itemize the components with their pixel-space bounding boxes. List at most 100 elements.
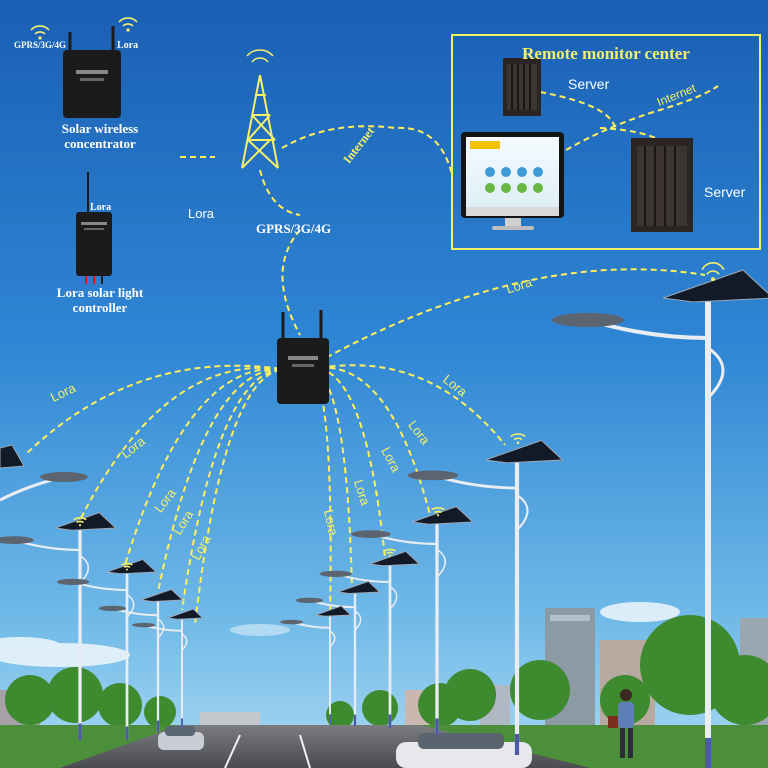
lamp-head xyxy=(351,530,391,538)
lora-tag: Lora xyxy=(117,40,139,51)
wifi-arc xyxy=(706,270,720,275)
wifi-dot xyxy=(78,524,82,527)
lora-left-label: Lora xyxy=(188,206,215,221)
concentrator-label-line1: Solar wireless xyxy=(61,121,139,136)
lamp-pole-base xyxy=(388,714,392,728)
lora-solar-light-controller xyxy=(76,172,112,284)
solar-panel-icon xyxy=(315,605,353,617)
lamp-head xyxy=(40,472,88,482)
wifi-icon xyxy=(431,507,445,517)
wifi-icon xyxy=(73,517,87,527)
solar-panel-icon xyxy=(0,444,25,469)
street-lamp-icon xyxy=(552,269,768,768)
wifi-arc xyxy=(118,17,138,23)
lamp-brace xyxy=(126,593,135,618)
lamp-pole xyxy=(156,600,160,732)
lamp-pole-base xyxy=(125,726,129,740)
lamp-head xyxy=(319,570,353,578)
lamp-head xyxy=(56,578,90,586)
lamp-pole xyxy=(329,615,331,724)
lamp-pole xyxy=(181,618,183,728)
lamp-brace xyxy=(157,618,165,639)
wifi-arc xyxy=(123,565,131,568)
gprs-tag: GPRS/3G/4G xyxy=(14,40,67,50)
wifi-arc xyxy=(73,517,87,521)
server-right-label: Server xyxy=(704,184,746,200)
wifi-arc xyxy=(434,510,442,514)
street-lamp-icon xyxy=(132,608,205,728)
wifi-arc xyxy=(76,520,84,524)
wifi-arc xyxy=(431,507,445,511)
solar-panel-icon xyxy=(369,550,421,567)
lamp-head xyxy=(552,313,624,327)
street-lamp-icon xyxy=(407,439,564,755)
wifi-arc xyxy=(34,31,46,35)
lamp-brace xyxy=(389,585,398,610)
wifi-dot xyxy=(436,514,440,517)
wifi-arc xyxy=(30,25,50,31)
wifi-icon xyxy=(510,433,526,445)
wifi-arc xyxy=(386,551,394,554)
server-icon xyxy=(631,138,693,232)
wifi-icon xyxy=(701,262,725,282)
lamp-brace xyxy=(354,610,362,631)
pedestrian xyxy=(608,689,634,758)
wifi-arc xyxy=(513,437,523,441)
controller-label-line2: controller xyxy=(72,299,128,315)
lamp-brace xyxy=(436,548,447,578)
street-lamp-icon xyxy=(351,506,474,735)
solar-panel-icon xyxy=(337,580,381,595)
wifi-arc xyxy=(510,433,526,438)
link-lamp-6 xyxy=(299,368,332,616)
wifi-dot xyxy=(389,554,391,557)
wifi-arc xyxy=(121,562,133,566)
lamp-pole-base xyxy=(514,734,520,755)
lamp-head xyxy=(98,605,127,612)
controller-lora-tag: Lora xyxy=(90,202,112,213)
link-lamp-11 xyxy=(299,268,706,373)
wifi-dot xyxy=(126,28,130,32)
wifi-icon xyxy=(384,548,396,557)
wifi-dot xyxy=(711,277,715,282)
wifi-arc xyxy=(701,262,725,271)
controller-label-line1: Lora solar light xyxy=(56,285,144,300)
street-lamps xyxy=(0,269,768,768)
solar-panel-icon xyxy=(140,588,184,603)
solar-wireless-concentrator xyxy=(63,26,121,118)
lamp-head xyxy=(0,536,34,544)
clouds xyxy=(0,602,680,667)
street-lamp-icon xyxy=(280,605,353,724)
concentrator-label: Solar wireless concentrator xyxy=(40,121,160,152)
lamp-pole xyxy=(78,528,82,740)
solar-panel-icon xyxy=(662,269,768,303)
street-lamp-icon xyxy=(0,444,88,502)
link-tower-internet xyxy=(281,125,453,176)
street-lamp-icon xyxy=(56,558,158,740)
solar-panel-icon xyxy=(485,439,564,464)
concentrator-label-line2: concentrator xyxy=(64,135,136,151)
car-right xyxy=(396,733,532,768)
lamp-head xyxy=(280,619,304,625)
gprs-link-label: GPRS/3G/4G xyxy=(256,221,332,236)
wifi-icon xyxy=(121,562,133,571)
lamp-head xyxy=(132,622,156,628)
lamp-pole-base xyxy=(705,738,711,768)
solar-panel-icon xyxy=(167,608,205,620)
wifi-dot xyxy=(516,441,520,445)
link-server-top xyxy=(539,91,616,129)
link-tower-gprs xyxy=(259,169,301,216)
lamp-pole-base xyxy=(353,714,357,726)
remote-monitor-title: Remote monitor center xyxy=(522,44,690,63)
wifi-badges xyxy=(30,17,725,571)
server-top-label: Server xyxy=(568,76,610,92)
link-server-right xyxy=(599,127,661,141)
car-left xyxy=(158,726,204,750)
monitor-icon xyxy=(461,132,564,230)
lamp-pole-base xyxy=(78,723,82,740)
wifi-dot xyxy=(126,568,128,571)
server-icon xyxy=(503,58,541,116)
wifi-icon xyxy=(118,17,138,32)
lamp-brace xyxy=(516,494,529,531)
controller-label: Lora solar light controller xyxy=(30,285,170,316)
